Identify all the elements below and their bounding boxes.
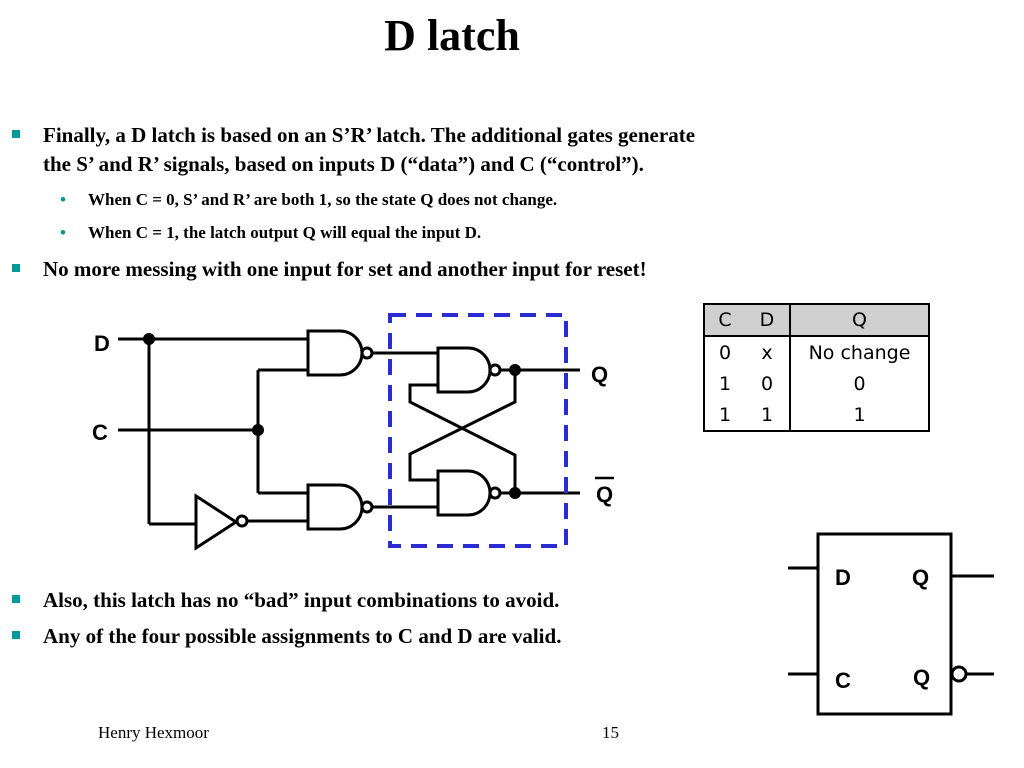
bullet-dot-icon: • <box>60 223 66 242</box>
nand-gate-4-bubble <box>488 486 502 500</box>
junction-dot <box>509 364 521 376</box>
junction-dot <box>143 333 155 345</box>
cell-d: x <box>745 336 791 368</box>
nand-gate-2 <box>306 483 364 531</box>
label-d: D <box>94 331 110 356</box>
bullet-2: No more messing with one input for set a… <box>12 255 647 284</box>
bullet-1: Finally, a D latch is based on an S’R’ l… <box>12 121 863 179</box>
symbol-label-d: D <box>835 565 851 590</box>
sub-bullet-1: • When C = 0, S’ and R’ are both 1, so t… <box>60 189 558 211</box>
symbol-label-c: C <box>835 668 851 693</box>
label-c: C <box>92 420 108 445</box>
cell-q: No change <box>808 341 911 364</box>
bullet-3: Also, this latch has no “bad” input comb… <box>12 586 560 615</box>
wire-feedback-q-bar <box>408 383 517 493</box>
symbol-q-bar-bubble <box>950 665 968 683</box>
bullet-4: Any of the four possible assignments to … <box>12 622 562 651</box>
wire-feedback-q <box>408 370 517 482</box>
table-row: 1 0 0 <box>704 368 929 399</box>
cell-d: 0 <box>745 368 791 399</box>
truth-table: C D Q 0 x No change 1 0 0 1 1 1 <box>703 303 930 432</box>
symbol-label-q: Q <box>912 565 929 590</box>
sr-latch-dashed-box <box>388 313 568 548</box>
bullet-1-line-2: the S’ and R’ signals, based on inputs D… <box>43 152 644 176</box>
sub-bullet-2-text: When C = 1, the latch output Q will equa… <box>88 223 482 242</box>
label-q-bar: Q <box>596 482 613 507</box>
table-row: 1 1 1 <box>704 399 929 431</box>
sub-bullet-1-text: When C = 0, S’ and R’ are both 1, so the… <box>88 190 558 209</box>
latch-symbol-box <box>816 532 953 716</box>
bullet-square-icon <box>12 130 20 138</box>
cell-q: 0 <box>853 372 866 395</box>
header-d: D <box>745 304 791 337</box>
sub-bullet-2: • When C = 1, the latch output Q will eq… <box>60 222 482 244</box>
slide-title: D latch <box>384 11 520 60</box>
nand-gate-3-bubble <box>488 363 502 377</box>
nand-gate-1 <box>306 329 364 377</box>
inverter-bubble <box>235 514 249 528</box>
cell-c: 0 <box>718 341 732 364</box>
header-q: Q <box>790 304 929 337</box>
bullet-square-icon <box>12 264 20 272</box>
table-row: 0 x No change <box>704 336 929 368</box>
bullet-1-line-1: Finally, a D latch is based on an S’R’ l… <box>43 123 696 147</box>
bullet-square-icon <box>12 631 20 639</box>
label-q: Q <box>591 362 608 387</box>
bullet-square-icon <box>12 595 20 603</box>
inverter-gate <box>194 493 239 551</box>
footer-author: Henry Hexmoor <box>98 723 209 742</box>
junction-dot <box>509 487 521 499</box>
bullet-3-text: Also, this latch has no “bad” input comb… <box>43 588 560 612</box>
junction-dot <box>252 424 264 436</box>
bullet-2-text: No more messing with one input for set a… <box>43 257 647 281</box>
cell-d: 1 <box>745 399 791 431</box>
header-c: C <box>704 304 745 337</box>
bullet-4-text: Any of the four possible assignments to … <box>43 624 562 648</box>
truth-table-header-row: C D Q <box>704 304 929 337</box>
nand-gate-1-bubble <box>360 346 374 360</box>
nand-gate-3 <box>436 346 492 394</box>
cell-c: 1 <box>718 372 732 395</box>
nand-gate-2-bubble <box>360 500 374 514</box>
cell-c: 1 <box>718 403 732 426</box>
nand-gate-4 <box>436 469 492 517</box>
bullet-dot-icon: • <box>60 190 66 209</box>
symbol-label-q-bar: Q <box>913 665 930 690</box>
footer-page-number: 15 <box>602 723 619 742</box>
cell-q: 1 <box>853 403 866 426</box>
